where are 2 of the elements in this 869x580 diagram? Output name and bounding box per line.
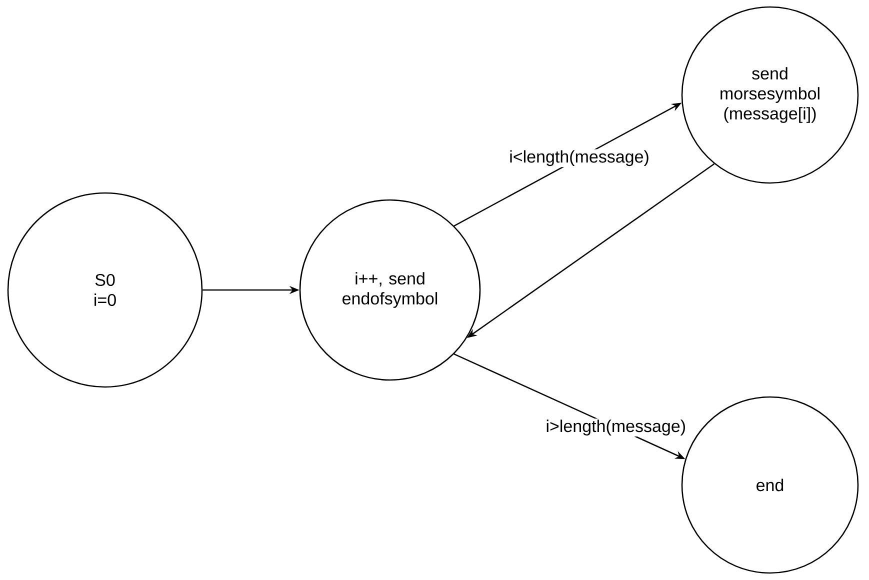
edge-label: i>length(message)	[544, 418, 688, 436]
edge-label: i<length(message)	[508, 149, 650, 168]
